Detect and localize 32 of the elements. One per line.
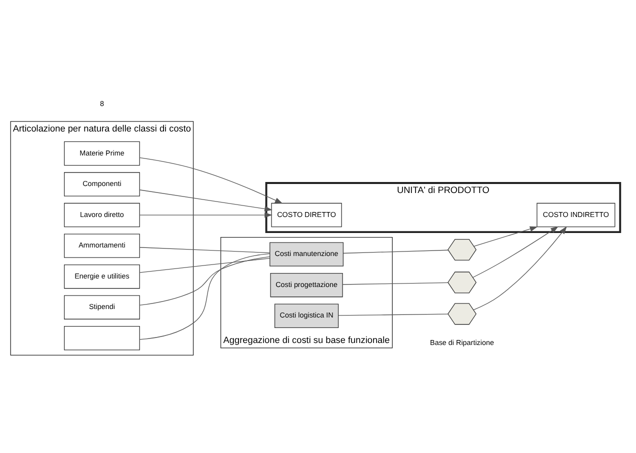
node-box: Lavoro diretto bbox=[64, 202, 140, 228]
node-box: Energie e utilities bbox=[64, 264, 140, 289]
connector bbox=[139, 258, 270, 273]
connector bbox=[338, 314, 448, 316]
arrow bbox=[139, 190, 272, 212]
node-box: Materie Prime bbox=[64, 141, 140, 166]
arrow bbox=[139, 212, 272, 218]
label: 8 bbox=[100, 99, 104, 108]
connector bbox=[342, 282, 448, 285]
label: Base di Ripartizione bbox=[430, 338, 494, 348]
arrow bbox=[472, 226, 558, 278]
node-box: COSTO INDIRETTO bbox=[536, 202, 616, 228]
node-box: Componenti bbox=[64, 172, 140, 196]
node-box: Costi manutenzione bbox=[270, 242, 344, 266]
node-box: Stipendi bbox=[64, 295, 140, 320]
connector bbox=[139, 247, 270, 254]
node-box bbox=[64, 326, 140, 350]
cluster bbox=[220, 236, 393, 348]
arrow bbox=[139, 157, 283, 204]
node-box: COSTO DIRETTO bbox=[271, 202, 342, 228]
node-hexagon bbox=[448, 272, 476, 294]
node-box: Ammortamenti bbox=[64, 234, 140, 258]
node-label: Aggregazione di costi su base funzionale bbox=[223, 334, 390, 345]
node-hexagon bbox=[448, 238, 476, 261]
node-box: Costi progettazione bbox=[270, 272, 343, 298]
connector bbox=[343, 250, 448, 254]
connector bbox=[139, 253, 270, 340]
arrow bbox=[474, 226, 538, 247]
node-box: Costi logistica IN bbox=[274, 304, 339, 328]
connector bbox=[139, 256, 270, 306]
node-hexagon bbox=[448, 303, 476, 325]
arrow bbox=[473, 226, 567, 310]
